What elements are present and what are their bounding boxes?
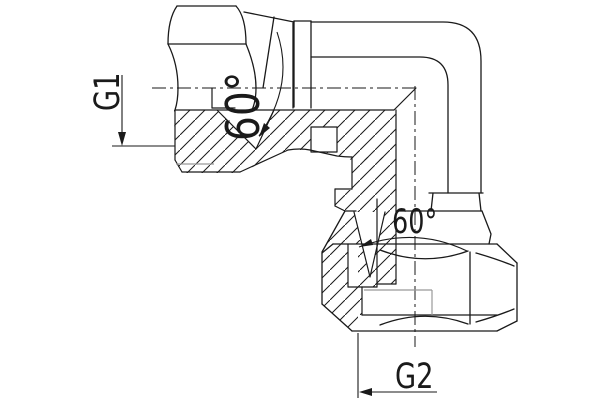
cone-angle-leader-bottom: [358, 236, 468, 252]
top-swivel-nut: [167, 5, 295, 111]
thread-relief-void-top: [311, 127, 337, 152]
thread-label-g1: G1: [88, 72, 128, 111]
cone-angle-leader-top: [258, 31, 284, 137]
hatch-top-port-body: [174, 110, 396, 173]
cone-angle-label-bottom: 60°: [392, 202, 437, 242]
cone-seat-void-top: [217, 110, 274, 149]
g1-arrowhead-icon: [118, 132, 126, 146]
leader-arrowhead-bottom-icon: [359, 239, 373, 247]
thread-gap-void-bottom: [348, 244, 358, 287]
part-outlines: [167, 5, 518, 332]
cone-angle-label-top: 60°: [217, 72, 271, 141]
centerlines: [152, 86, 416, 347]
thread-detail-lines: [176, 163, 433, 315]
bottom-swivel-nut: [321, 243, 518, 332]
bottom-collar: [321, 210, 492, 253]
leader-arrowhead-top-icon: [259, 123, 270, 137]
drawing-labels: G1 60° 60° G2: [88, 72, 437, 397]
bore-void-bottom: [362, 287, 415, 315]
elbow-bend-contour: [310, 21, 484, 212]
g2-dimension: [357, 333, 437, 398]
g2-arrowhead-icon: [359, 388, 372, 396]
section-hatch-fills: [174, 110, 415, 331]
top-port-section-edges: [174, 87, 417, 212]
thread-label-g2: G2: [395, 357, 434, 397]
g1-dimension: [112, 75, 175, 147]
dimension-annotations: [112, 31, 468, 398]
top-collar-ring: [293, 20, 312, 109]
